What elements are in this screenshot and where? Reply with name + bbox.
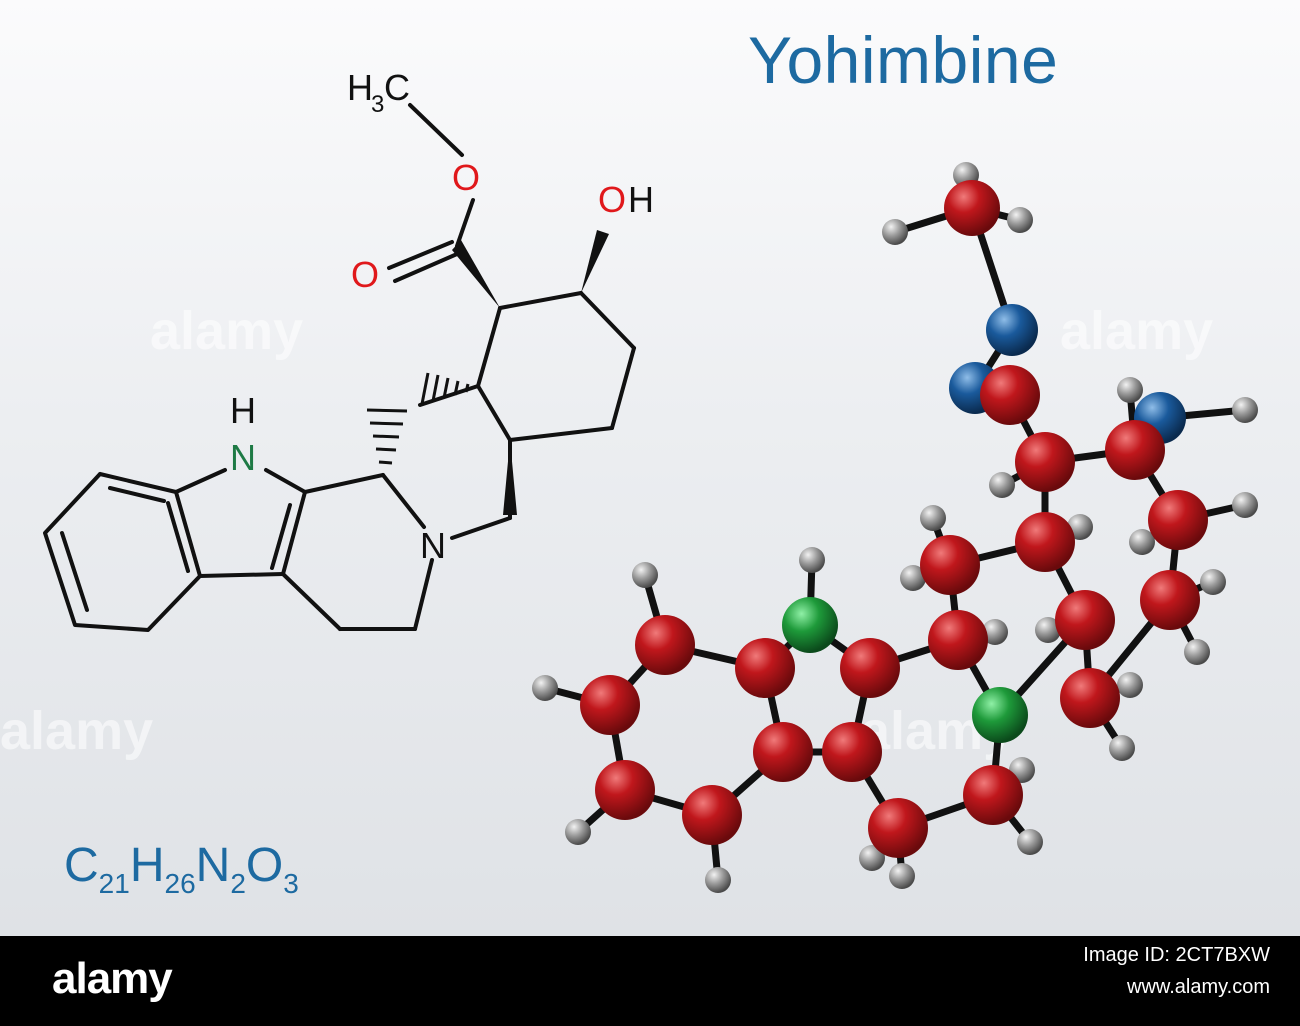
illustration-canvas: alamy alamy alamy alamy Yohimbine (0, 0, 1300, 936)
indole-nitrogen-label: N (230, 437, 256, 478)
carbon-atom (963, 765, 1023, 825)
hydrogen-atom (1232, 397, 1258, 423)
watermark: alamy (150, 301, 304, 361)
hydrogen-atom (565, 819, 591, 845)
hydrogen-atom (900, 565, 926, 591)
formula-count-c: 21 (98, 868, 130, 899)
carbon-atom (682, 785, 742, 845)
hydrogen-atom (1117, 377, 1143, 403)
formula-element-c: C (64, 839, 99, 892)
page-title: Yohimbine (748, 23, 1059, 97)
hydrogen-atom (1017, 829, 1043, 855)
hydrogen-atom (705, 867, 731, 893)
formula-element-h: H (129, 839, 165, 892)
hydrogen-atom (920, 505, 946, 531)
hydrogen-atom (859, 845, 885, 871)
hydrogen-atom (989, 472, 1015, 498)
carbon-atom (920, 535, 980, 595)
carbon-atom (580, 675, 640, 735)
ester-oxygen-label: O (452, 157, 480, 198)
image-id: Image ID: 2CT7BXW (1083, 944, 1270, 966)
amine-nitrogen-label: N (420, 525, 446, 566)
carbonyl-oxygen-label: O (351, 254, 379, 295)
hydrogen-atom (1007, 207, 1033, 233)
indole-hydrogen-label: H (230, 390, 256, 431)
methyl-label: H (347, 67, 373, 108)
hydrogen-atom (889, 863, 915, 889)
hydrogen-atom (1184, 639, 1210, 665)
ball-and-stick-model (532, 162, 1258, 893)
carbon-atom (822, 722, 882, 782)
hydrogen-atom (882, 219, 908, 245)
hydrogen-atom (632, 562, 658, 588)
formula-count-n: 2 (230, 868, 246, 899)
hydrogen-atom (982, 619, 1008, 645)
carbon-atom (868, 798, 928, 858)
carbon-atom (1105, 420, 1165, 480)
carbon-atom (944, 180, 1000, 236)
hydroxyl-hydrogen-label: H (628, 179, 654, 220)
nitrogen-atom (972, 687, 1028, 743)
alamy-logo[interactable]: alamy (52, 954, 173, 1003)
oxygen-atom (986, 304, 1038, 356)
formula-element-n: N (195, 839, 231, 892)
hydrogen-atom (1035, 617, 1061, 643)
hydroxyl-oxygen-label: O (598, 179, 626, 220)
hydrogen-atom (1232, 492, 1258, 518)
carbon-atom (1055, 590, 1115, 650)
formula-count-o: 3 (283, 868, 299, 899)
carbon-atom (1140, 570, 1200, 630)
molecular-formula: C21H26N2O3 (64, 838, 299, 900)
skeletal-structure: H 3 C O O O H H N N (43, 67, 654, 632)
hydrogen-atom (1109, 735, 1135, 761)
methyl-subscript: 3 (371, 91, 384, 118)
watermark: alamy (0, 701, 154, 761)
carbon-atom (928, 610, 988, 670)
site-url[interactable]: www.alamy.com (1127, 976, 1270, 998)
formula-count-h: 26 (164, 868, 196, 899)
hydrogen-atom (799, 547, 825, 573)
carbon-atom (1015, 432, 1075, 492)
carbon-atom (635, 615, 695, 675)
carbon-atom (840, 638, 900, 698)
carbon-atom (595, 760, 655, 820)
hydrogen-atom (1129, 529, 1155, 555)
carbon-atom (1148, 490, 1208, 550)
methyl-carbon-label: C (384, 67, 410, 108)
carbon-atom (1060, 668, 1120, 728)
carbon-atom (735, 638, 795, 698)
hydrogen-atom (1200, 569, 1226, 595)
hydrogen-atom (532, 675, 558, 701)
carbon-atom (753, 722, 813, 782)
carbon-atom (1015, 512, 1075, 572)
footer-bar: alamy Image ID: 2CT7BXW www.alamy.com (0, 936, 1300, 1026)
carbon-atom (980, 365, 1040, 425)
nitrogen-atom (782, 597, 838, 653)
watermark: alamy (1060, 301, 1214, 361)
formula-element-o: O (245, 839, 284, 892)
hydrogen-atom (1117, 672, 1143, 698)
